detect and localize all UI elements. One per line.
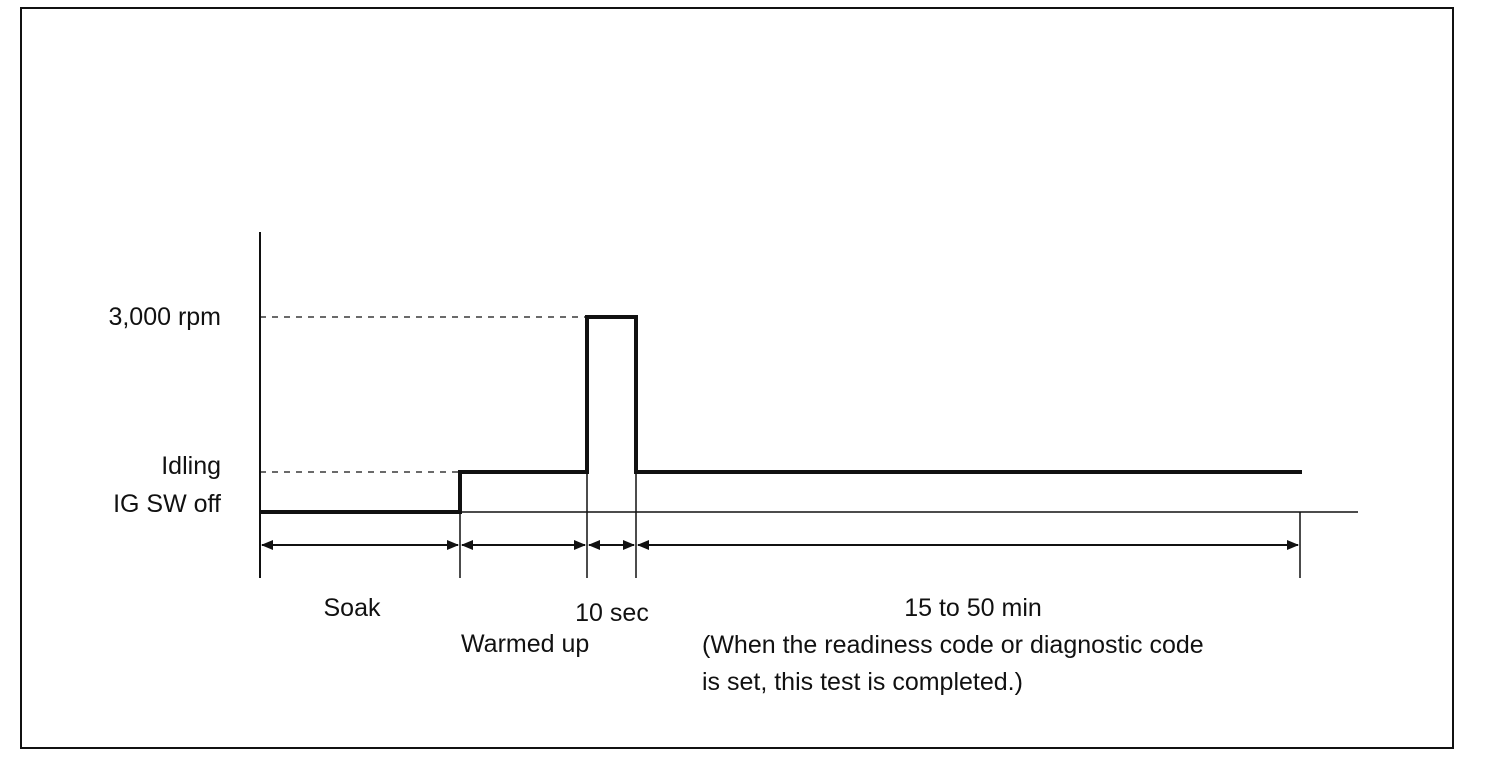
- label-15-50min: 15 to 50 min: [904, 594, 1042, 622]
- diagram-frame: [20, 7, 1454, 749]
- label-soak: Soak: [324, 594, 381, 622]
- label-ig-sw-off: IG SW off: [113, 490, 221, 518]
- rpm-trace: [260, 315, 1302, 514]
- label-3000rpm: 3,000 rpm: [108, 303, 221, 331]
- label-idling: Idling: [161, 452, 221, 480]
- label-warmed-up: Warmed up: [461, 630, 589, 658]
- note-line-2: is set, this test is completed.): [702, 668, 1023, 696]
- note-line-1: (When the readiness code or diagnostic c…: [702, 631, 1204, 659]
- label-10sec: 10 sec: [575, 599, 649, 627]
